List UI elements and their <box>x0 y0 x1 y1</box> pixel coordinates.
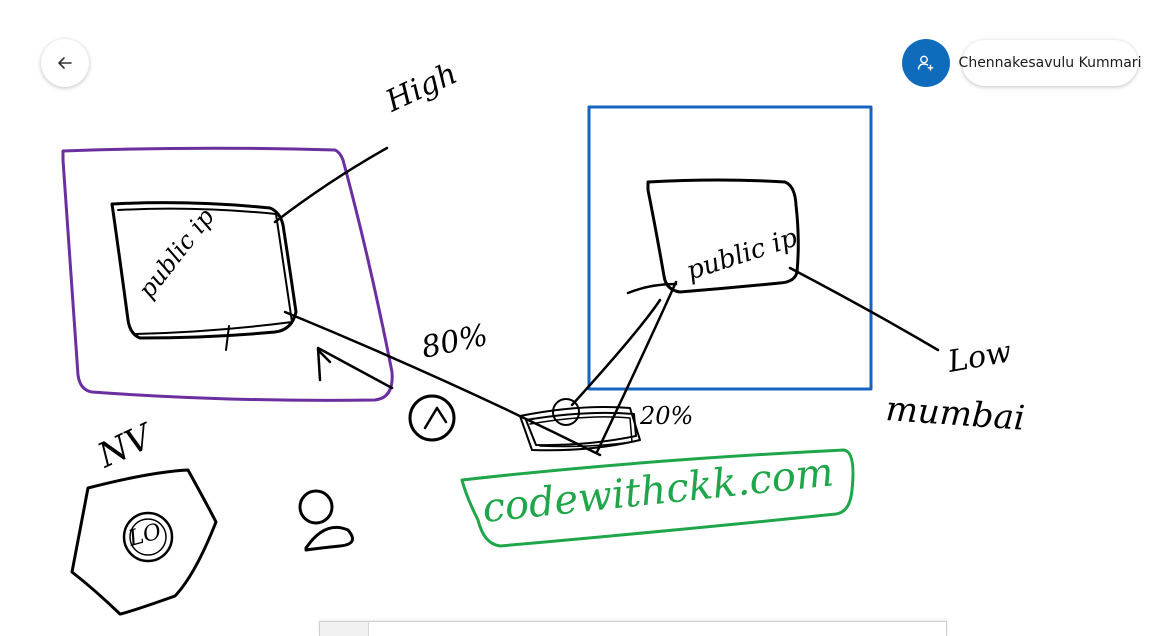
purple-region-box[interactable] <box>61 146 394 402</box>
hexagon-shape[interactable] <box>70 468 218 616</box>
label-public-ip-right: public ip <box>683 223 801 287</box>
left-arrow-scribble <box>316 346 394 390</box>
person-add-icon <box>917 55 934 71</box>
label-public-ip-left: public ip <box>133 203 220 303</box>
traffic-line-20-b <box>595 280 678 454</box>
traffic-line-20-a <box>570 298 662 407</box>
user-name-pill[interactable]: Chennakesavulu Kummari <box>959 40 1141 86</box>
low-connector-line <box>788 266 940 352</box>
high-connector-line <box>273 146 389 224</box>
label-lo: LO <box>125 519 164 552</box>
arrow-head-right <box>626 282 678 295</box>
label-20-percent: 20% <box>639 402 693 430</box>
traffic-line-80 <box>283 310 602 457</box>
user-name: Chennakesavulu Kummari <box>958 55 1142 71</box>
invite-people-button[interactable] <box>902 39 950 87</box>
label-high: High <box>380 56 463 120</box>
left-public-ip-box-shadow <box>117 207 293 335</box>
label-mumbai: mumbai <box>884 389 1026 439</box>
clock-icon <box>408 394 456 442</box>
left-public-ip-box[interactable] <box>110 201 298 340</box>
website-box[interactable] <box>460 448 855 548</box>
label-80-percent: 80% <box>418 318 491 366</box>
toolbar-tab[interactable] <box>320 622 369 636</box>
label-nv: NV <box>91 415 161 476</box>
load-balancer[interactable] <box>519 398 641 452</box>
back-button[interactable] <box>41 39 89 87</box>
bottom-toolbar[interactable] <box>319 621 947 636</box>
small-tick-mark <box>225 325 230 351</box>
label-low: Low <box>944 334 1014 380</box>
blue-region-box[interactable] <box>587 105 873 391</box>
right-public-ip-box[interactable] <box>646 178 800 294</box>
arrow-left-icon <box>58 57 72 69</box>
user-figure-icon <box>298 489 354 552</box>
